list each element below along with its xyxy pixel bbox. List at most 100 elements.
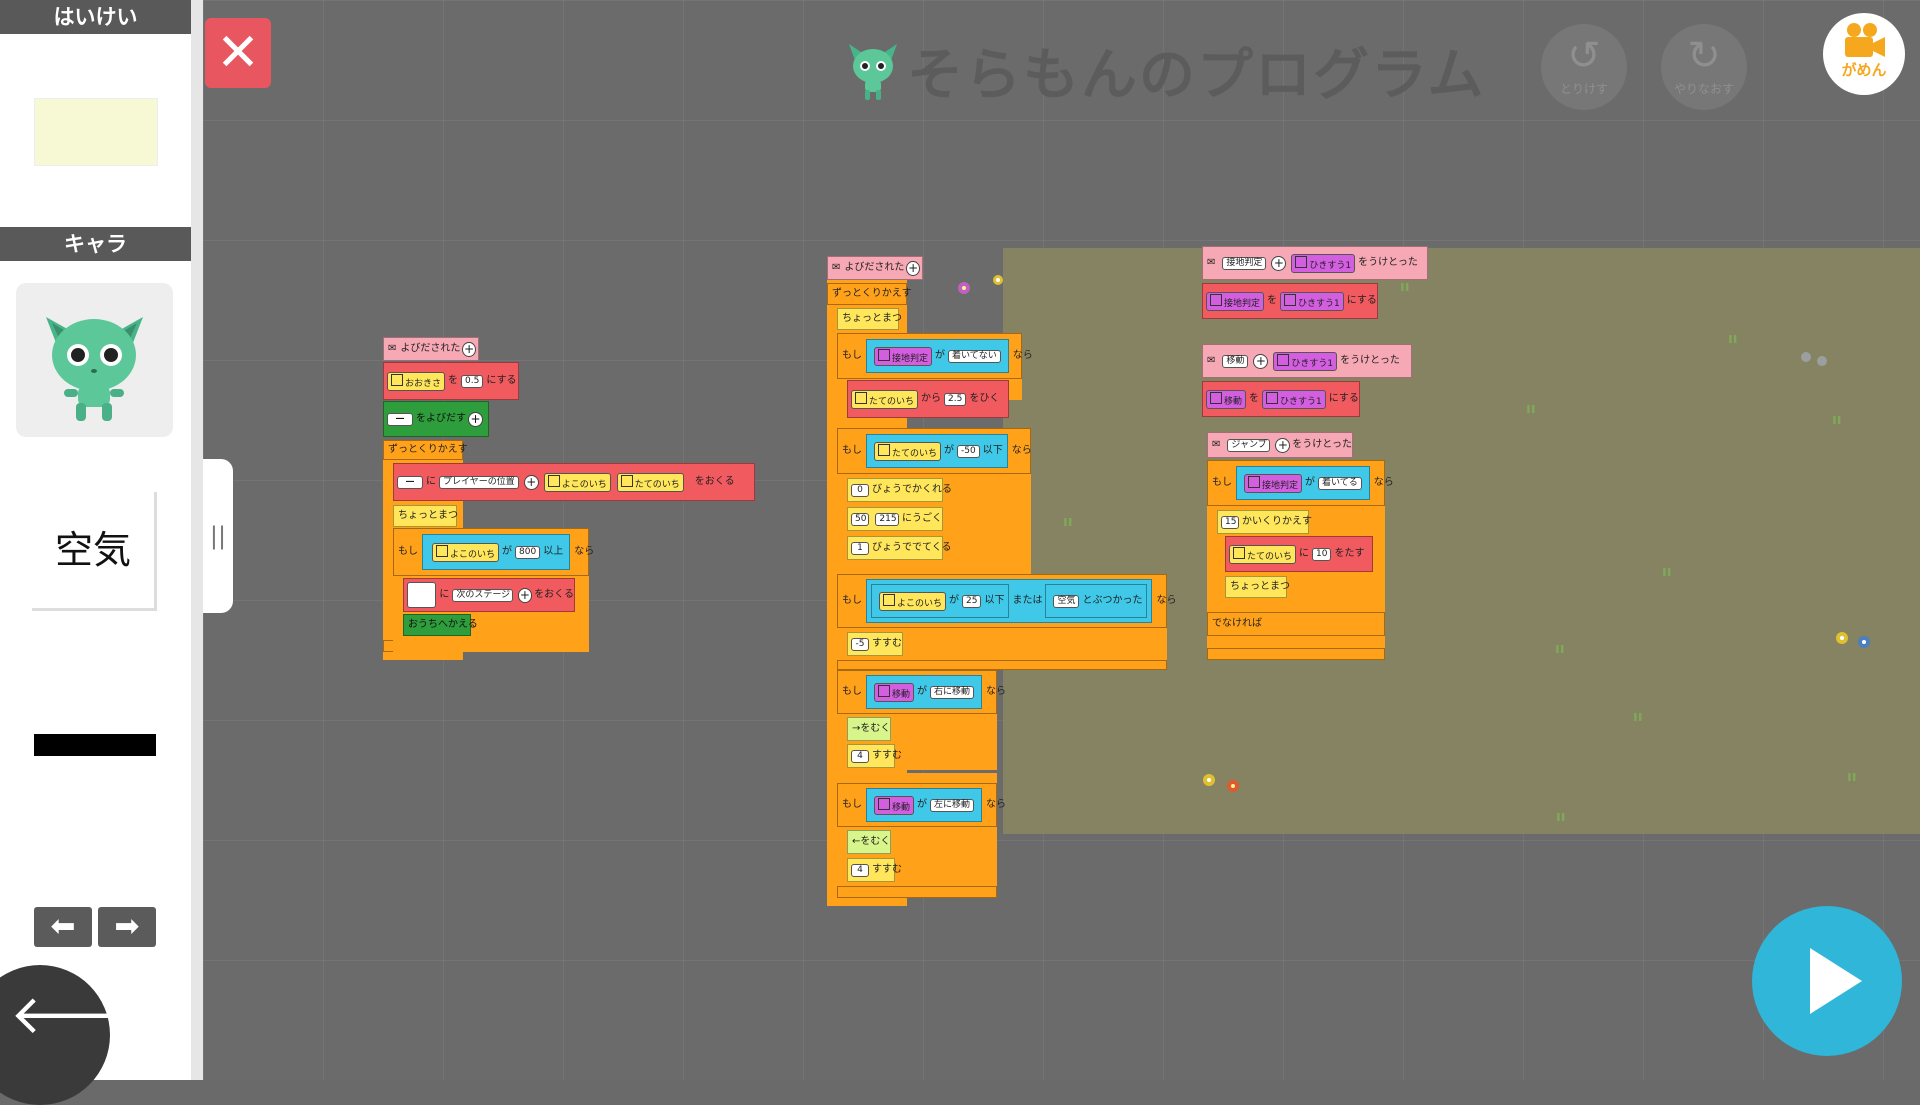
drawer-handle[interactable]: || [203, 459, 233, 613]
face-right-block[interactable]: →をむく [847, 717, 891, 741]
variable-slot[interactable]: 接地判定 [1244, 473, 1303, 493]
collision-block[interactable]: 空気 とぶつかった [1045, 584, 1148, 618]
if-block[interactable]: もし たてのいち が -50 以下 なら [837, 428, 1032, 474]
if-block[interactable]: もし 移動 が 右に移動 なら [837, 670, 1006, 714]
compare-block[interactable]: よこのいち が 25 以下 [871, 584, 1010, 618]
back-button[interactable]: 🡐 [0, 965, 155, 1105]
if-block[interactable]: もし よこのいち が 25 以下 または 空気 とぶつかった なら [837, 574, 1176, 628]
argument-slot[interactable]: ひきすう1 [1273, 351, 1338, 371]
value-input[interactable]: 着いてない [948, 349, 1001, 363]
target-slot[interactable]: — [387, 412, 413, 426]
else-block[interactable]: でなければ [1207, 612, 1385, 636]
value-input[interactable]: 右に移動 [930, 685, 975, 699]
set-variable-block[interactable]: おおきさ を 0.5 にする [383, 362, 519, 400]
wait-block[interactable]: ちょっとまつ [393, 505, 458, 527]
or-condition-block[interactable]: よこのいち が 25 以下 または 空気 とぶつかった [866, 579, 1153, 623]
background-thumbnail[interactable] [34, 98, 158, 166]
number-input[interactable]: 0.5 [461, 374, 484, 388]
number-input[interactable]: 2.5 [944, 392, 967, 406]
variable-slot[interactable]: 移動 [1206, 389, 1247, 409]
compare-block[interactable]: 接地判定 が 着いてない [866, 339, 1009, 373]
add-icon[interactable]: + [517, 587, 533, 603]
add-icon[interactable]: + [468, 411, 483, 427]
compare-block[interactable]: 移動 が 左に移動 [866, 788, 983, 822]
variable-slot[interactable]: たてのいち [874, 441, 942, 461]
add-icon[interactable]: + [1275, 437, 1291, 453]
number-input[interactable]: -5 [851, 637, 869, 651]
value-input[interactable]: 左に移動 [930, 798, 975, 812]
argument-slot[interactable]: ひきすう1 [1291, 253, 1356, 273]
event-block[interactable]: ✉よびだされた+ [383, 337, 479, 361]
number-input[interactable]: 4 [851, 863, 869, 877]
variable-slot[interactable]: よこのいち [879, 591, 947, 611]
if-block[interactable]: もし 接地判定 が 着いてる なら [1207, 460, 1394, 506]
undo-button[interactable]: ↺ とりけす [1541, 24, 1627, 110]
message-input[interactable]: 次のステージ [452, 588, 513, 602]
redo-button[interactable]: ↻ やりなおす [1661, 24, 1747, 110]
variable-slot[interactable]: 接地判定 [1206, 291, 1265, 311]
subtract-block[interactable]: たてのいち から 2.5 をひく [847, 380, 1009, 418]
add-icon[interactable]: + [1271, 255, 1287, 271]
number-input[interactable]: 25 [962, 594, 982, 608]
variable-slot[interactable]: よこのいち [432, 542, 500, 562]
variable-slot[interactable]: たてのいち [1229, 544, 1297, 564]
number-input[interactable]: 0 [851, 483, 869, 497]
add-icon[interactable]: + [523, 474, 539, 490]
event-block[interactable]: ✉よびだされた+ [827, 256, 923, 280]
variable-slot[interactable]: おおきさ [387, 371, 446, 391]
wait-block[interactable]: ちょっとまつ [1225, 576, 1290, 598]
compare-block[interactable]: たてのいち が -50 以下 [866, 434, 1008, 468]
add-icon[interactable]: + [1253, 353, 1269, 369]
message-input[interactable]: プレイヤーの位置 [439, 475, 519, 489]
close-button[interactable]: ✕ [205, 18, 271, 88]
compare-block[interactable]: よこのいち が 800 以上 [422, 534, 571, 570]
message-input[interactable]: 移動 [1222, 354, 1249, 368]
character-card-soramon[interactable] [16, 283, 173, 437]
variable-slot[interactable]: たてのいち [616, 472, 684, 492]
go-home-block[interactable]: おうちへかえる [403, 614, 478, 636]
add-icon[interactable]: + [462, 341, 476, 357]
target-slot[interactable]: — [397, 475, 423, 489]
target-slot[interactable] [407, 582, 437, 608]
number-input[interactable]: 50 [851, 512, 870, 526]
forever-block[interactable]: ずっとくりかえす [383, 440, 468, 460]
variable-slot[interactable]: 移動 [874, 795, 915, 815]
character-card-air[interactable]: 空気 [32, 492, 157, 611]
left-arrow-button[interactable]: ⬅ [34, 907, 92, 947]
argument-slot[interactable]: ひきすう1 [1280, 291, 1344, 311]
variable-slot[interactable]: よこのいち [543, 472, 611, 492]
number-input[interactable]: 10 [1312, 547, 1332, 561]
receive-event-block[interactable]: ✉ 移動 + ひきすう1 をうけとった [1202, 344, 1412, 378]
value-input[interactable]: 着いてる [1318, 476, 1362, 490]
sidebar-scrollbar[interactable] [191, 0, 203, 1080]
target-slot[interactable]: 空気 [1053, 594, 1080, 608]
if-block[interactable]: もし よこのいち が 800 以上 なら [393, 528, 594, 576]
screen-button[interactable]: がめん [1823, 13, 1905, 95]
number-input[interactable]: 800 [515, 545, 541, 559]
add-block[interactable]: たてのいち に 10 をたす [1225, 536, 1373, 572]
variable-slot[interactable]: 移動 [874, 682, 915, 702]
forever-block[interactable]: ずっとくりかえす [827, 283, 912, 305]
set-variable-block[interactable]: 接地判定 を ひきすう1 にする [1202, 283, 1378, 319]
send-message-block[interactable]: — に プレイヤーの位置 + よこのいち たてのいち をおくる [393, 463, 755, 501]
character-card-bar[interactable] [34, 734, 156, 756]
receive-event-block[interactable]: ✉ ジャンプ + をうけとった [1207, 432, 1353, 458]
number-input[interactable]: 1 [851, 541, 869, 555]
compare-block[interactable]: 接地判定 が 着いてる [1236, 466, 1370, 500]
number-input[interactable]: 215 [875, 512, 899, 526]
number-input[interactable]: 4 [851, 749, 869, 763]
number-input[interactable]: 15 [1221, 515, 1239, 529]
number-input[interactable]: -50 [957, 444, 980, 458]
add-icon[interactable]: + [906, 260, 920, 276]
wait-block[interactable]: ちょっとまつ [837, 308, 902, 330]
set-variable-block[interactable]: 移動 を ひきすう1 にする [1202, 381, 1360, 417]
play-button[interactable] [1752, 906, 1902, 1056]
variable-slot[interactable]: 接地判定 [874, 346, 933, 366]
